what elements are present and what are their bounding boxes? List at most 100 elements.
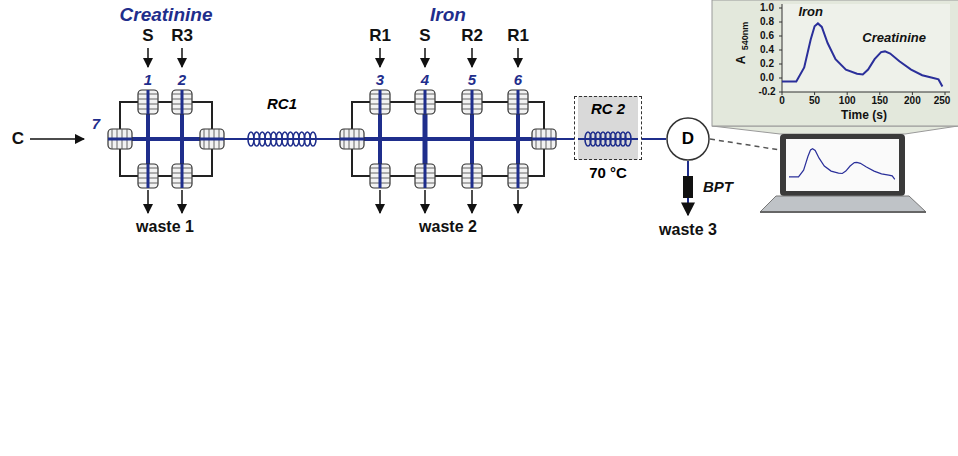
carrier-label: C	[12, 129, 24, 149]
fitting-body	[415, 164, 435, 188]
heated-coil-box: RC 270 °C	[574, 96, 642, 160]
fitting-body	[415, 90, 435, 114]
inlet-arrow	[471, 48, 473, 67]
axis-ticks	[779, 8, 945, 95]
tick-label: 0.6	[760, 30, 774, 42]
channel	[200, 138, 224, 141]
carrier-arrow	[30, 138, 84, 140]
signal-curve	[782, 23, 942, 86]
channel	[340, 138, 364, 141]
tick-mark	[945, 92, 946, 95]
fitting-body	[508, 90, 528, 114]
tick-mark	[779, 36, 782, 37]
fitting	[508, 90, 528, 114]
waste-arrow	[147, 190, 149, 213]
inlet-label: R1	[507, 26, 529, 46]
channel	[517, 164, 520, 188]
tick-label: -0.2	[758, 86, 775, 98]
reaction-coil	[585, 132, 631, 146]
coil-label: RC1	[267, 95, 297, 112]
inlet-label: R2	[461, 26, 483, 46]
axis-label: A	[735, 56, 749, 65]
back-pressure-tube	[683, 176, 693, 198]
outlet-tube	[687, 161, 689, 178]
tick-mark	[779, 22, 782, 23]
valve-frame	[120, 102, 212, 176]
fitting-body	[172, 164, 192, 188]
fitting-body	[138, 164, 158, 188]
inlet-arrow	[517, 48, 519, 67]
tick-label: 200	[904, 95, 921, 107]
inlet-label: R3	[171, 26, 193, 46]
laptop-screen	[786, 139, 899, 191]
port-number: 5	[468, 71, 476, 88]
tick-label: 0.2	[760, 58, 774, 70]
coil-turn	[625, 132, 631, 146]
tick-mark	[782, 92, 783, 95]
coil-turn	[310, 132, 316, 146]
inlet-arrow	[147, 48, 149, 67]
fitting-body	[370, 90, 390, 114]
tick-mark	[779, 50, 782, 51]
y-axis	[782, 4, 783, 92]
fitting	[532, 129, 556, 149]
section-heading: Iron	[430, 4, 466, 26]
waste-arrow	[471, 190, 473, 213]
inlet-label: S	[419, 26, 430, 46]
tick-label: 0	[779, 95, 785, 107]
axis-label: Time (s)	[841, 109, 887, 123]
fitting	[508, 164, 528, 188]
node-text: 70 °C	[589, 164, 627, 181]
tube-connector	[642, 138, 666, 140]
fitting	[172, 90, 192, 114]
fitting-body	[108, 129, 132, 149]
port-number: 7	[92, 115, 100, 132]
tick-mark	[814, 92, 815, 95]
fitting	[462, 164, 482, 188]
fitting	[138, 90, 158, 114]
tick-mark	[847, 92, 848, 95]
channel	[532, 138, 556, 141]
tick-label: 1.0	[760, 2, 774, 14]
fitting	[340, 129, 364, 149]
channel	[147, 164, 150, 188]
channel	[517, 90, 520, 114]
inlet-label: S	[142, 26, 153, 46]
laptop-screen-bezel	[780, 134, 905, 196]
tick-label: 0.4	[760, 44, 774, 56]
screen-curve	[789, 149, 895, 180]
channel	[424, 164, 427, 188]
valve-block: Creatinine	[120, 102, 212, 176]
fitting-body	[462, 164, 482, 188]
waste-label: waste 2	[419, 218, 477, 236]
reaction-coil	[248, 132, 316, 146]
tick-mark	[879, 92, 880, 95]
tick-label: 50	[809, 95, 820, 107]
inset-panel	[712, 0, 958, 126]
fitting-body	[532, 129, 556, 149]
fitting	[415, 90, 435, 114]
x-axis	[782, 92, 950, 93]
tick-label: 150	[871, 95, 888, 107]
tube	[578, 138, 638, 140]
channel	[181, 164, 184, 188]
port-number: 4	[421, 71, 429, 88]
fitting-body	[340, 129, 364, 149]
peak-label: Iron	[798, 5, 823, 20]
fitting	[462, 90, 482, 114]
detector-circle: D	[666, 117, 710, 161]
node-text: D	[682, 129, 694, 149]
fitting-body	[462, 90, 482, 114]
tick-mark	[912, 92, 913, 95]
tick-label: 0.0	[760, 72, 774, 84]
channel	[379, 90, 382, 114]
fitting	[200, 129, 224, 149]
detector-circle-outline	[667, 118, 709, 160]
channel	[379, 164, 382, 188]
port-number: 2	[178, 71, 186, 88]
waste-arrow	[517, 190, 519, 213]
laptop-base	[760, 196, 926, 212]
waste-arrow	[687, 198, 689, 215]
port-number: 1	[144, 71, 152, 88]
